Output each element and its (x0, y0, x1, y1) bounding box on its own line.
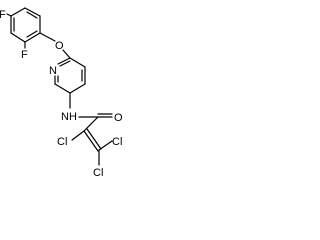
pyridine-nitrogen-label: N (49, 65, 57, 77)
bond-alpha-beta-2 (86, 128, 102, 150)
chemical-structure: F F O N NH O Cl Cl Cl (0, 7, 123, 179)
bond (69, 57, 86, 68)
double-bond-inner (26, 30, 38, 38)
bond-beta-cl-a (98, 140, 113, 151)
bond-alpha-beta-1 (83, 130, 99, 152)
chlorine-beta-a-label: Cl (112, 136, 122, 148)
bond-carbonyl-alpha (83, 116, 99, 132)
fluorine-top-label: F (0, 9, 6, 21)
bond (10, 32, 26, 43)
fluorine-ortho-label: F (21, 49, 28, 61)
bond (69, 83, 86, 94)
double-bond-inner (59, 60, 71, 67)
bond-phenyl-o (39, 32, 56, 42)
bond (24, 7, 41, 17)
bond-o-pyridine (62, 49, 71, 59)
bond-alpha-cl (71, 130, 85, 141)
bond (57, 57, 71, 65)
bond (24, 32, 41, 43)
chlorine-beta-b-label: Cl (93, 167, 103, 179)
bond (54, 83, 71, 94)
bond (10, 7, 26, 17)
ether-oxygen-label: O (55, 40, 64, 52)
double-bond-inner (26, 11, 38, 19)
pyridine-ring (54, 57, 86, 94)
bond-c-f-top (6, 13, 12, 17)
difluorophenyl-ring (10, 7, 41, 43)
chlorine-alpha-label: Cl (57, 136, 67, 148)
amide-nh-label: NH (61, 111, 77, 123)
carbonyl-oxygen-label: O (114, 112, 123, 124)
